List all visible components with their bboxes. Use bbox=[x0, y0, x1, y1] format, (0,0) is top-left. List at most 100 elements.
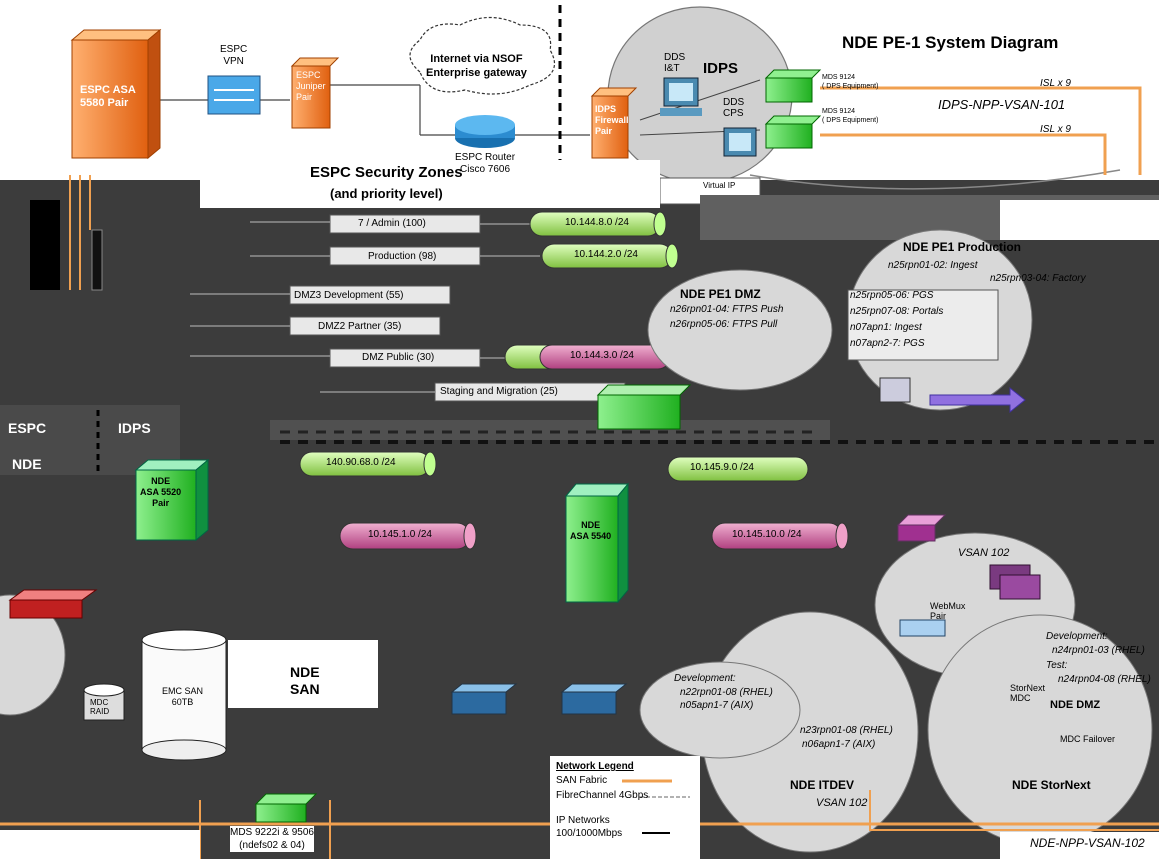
dev-right-0: Development: bbox=[1046, 631, 1108, 642]
vsan-switch bbox=[896, 514, 947, 542]
dds-it-computer bbox=[660, 77, 702, 116]
espc-asa-device bbox=[70, 28, 162, 160]
dmz-line-0: n26rpn01-04: FTPS Push bbox=[670, 304, 784, 315]
legend-ip: IP Networks 100/1000Mbps bbox=[556, 815, 623, 839]
itdev-dev-0: Development: bbox=[674, 673, 736, 684]
subnet-pipe-6 bbox=[711, 522, 849, 550]
subnet-pipe-1 bbox=[529, 211, 667, 237]
pe1-production-title: NDE PE1 Production bbox=[903, 240, 1022, 254]
priority-label: (and priority level) bbox=[330, 186, 443, 201]
espc-region-label: ESPC bbox=[8, 420, 47, 436]
subnet-pipe-7 bbox=[667, 456, 809, 482]
nde-itdev-label: NDE ITDEV bbox=[790, 778, 855, 792]
white-top bbox=[0, 0, 1159, 180]
subnet-3-label: 10.144.3.0 /24 bbox=[570, 350, 634, 361]
idps-region-label: IDPS bbox=[118, 420, 151, 436]
pe1-prod-line-2: n25rpn05-06: PGS bbox=[850, 290, 934, 301]
espc-router-label: ESPC Router Cisco 7606 bbox=[455, 152, 516, 175]
internet-cloud bbox=[409, 16, 555, 95]
dev-right-1: n24rpn01-03 (RHEL) bbox=[1052, 645, 1145, 656]
mds-9124-switch-1 bbox=[764, 69, 822, 103]
isl-1-label: ISL x 9 bbox=[1040, 78, 1071, 89]
left-dev-circle bbox=[0, 594, 66, 716]
nde-region-label: NDE bbox=[12, 456, 42, 472]
mds-9124-switch-2 bbox=[764, 115, 822, 149]
left-red-switch bbox=[8, 589, 98, 619]
staging-switch bbox=[596, 384, 692, 430]
pe1-dmz-title: NDE PE1 DMZ bbox=[680, 287, 761, 301]
nde-stornext-label: NDE StorNext bbox=[1012, 778, 1091, 792]
espc-juniper-device bbox=[290, 57, 340, 129]
nde-dmz-label: NDE DMZ bbox=[1050, 699, 1101, 711]
itdev-lower-0: n23rpn01-08 (RHEL) bbox=[800, 725, 893, 736]
zones-header-box bbox=[200, 160, 660, 208]
zone-dmz-public: DMZ Public (30) bbox=[362, 352, 435, 363]
pe1-prod-line-5: n07apn2-7: PGS bbox=[850, 338, 925, 349]
dev-right-3: n24rpn04-08 (RHEL) bbox=[1058, 674, 1151, 685]
mds-top1-label: MDS 9124 ( DPS Equipment) bbox=[822, 74, 879, 90]
espc-vpn-device bbox=[207, 75, 261, 115]
vsan-nde-label: NDE-NPP-VSAN-102 bbox=[1030, 836, 1145, 850]
subnet-1-label: 10.144.8.0 /24 bbox=[565, 217, 629, 228]
legend-fc: FibreChannel 4Gbps bbox=[556, 790, 649, 801]
virtual-ip-label: Virtual IP bbox=[703, 181, 736, 190]
mds-top2-label: MDS 9124 ( DPS Equipment) bbox=[822, 108, 879, 124]
subnet-pipe-5 bbox=[339, 522, 477, 550]
dev-itdev-circle bbox=[639, 661, 801, 759]
dds-it-label: DDS I&T bbox=[664, 52, 686, 74]
san-switch-left bbox=[450, 683, 518, 715]
itdev-lower-1: n06apn1-7 (AIX) bbox=[802, 739, 876, 750]
zones-title: ESPC Security Zones bbox=[310, 164, 463, 181]
mdc-raid-storage bbox=[83, 683, 125, 721]
subnet-pipe-3 bbox=[504, 344, 671, 370]
nde-asa-5520-device bbox=[134, 458, 210, 542]
vsan102b-label: VSAN 102 bbox=[816, 797, 868, 809]
subnet-pipe-4 bbox=[299, 451, 437, 477]
idps-firewall-device bbox=[590, 87, 638, 159]
mds-bottom-label: MDS 9222i & 9506 (ndefs02 & 04) bbox=[230, 826, 314, 852]
idps-firewall-label: IDPS Firewall Pair bbox=[595, 104, 629, 136]
san-switch-mid bbox=[560, 683, 628, 715]
idps-circle bbox=[607, 6, 793, 184]
subnet-4-label: 140.90.68.0 /24 bbox=[326, 457, 396, 468]
subnet-pipe-2 bbox=[541, 243, 679, 269]
asa5540-label: NDE ASA 5540 bbox=[570, 520, 612, 541]
dds-cps-label: DDS CPS bbox=[723, 97, 745, 119]
diagram-title: NDE PE-1 System Diagram bbox=[842, 33, 1059, 52]
pe1-prod-line-3: n25rpn07-08: Portals bbox=[850, 306, 944, 317]
subnet-6-label: 10.145.10.0 /24 bbox=[732, 529, 802, 540]
dds-cps-computer bbox=[723, 127, 757, 157]
itdev-dev-2: n05apn1-7 (AIX) bbox=[680, 700, 754, 711]
pe1-prod-line-1: n25rpn03-04: Factory bbox=[990, 273, 1086, 284]
pe1-prod-line-0: n25rpn01-02: Ingest bbox=[888, 260, 978, 271]
dmz-line-1: n26rpn05-06: FTPS Pull bbox=[670, 319, 778, 330]
vsan102-label: VSAN 102 bbox=[958, 547, 1010, 559]
stornext-mdc-label: StorNext MDC bbox=[1010, 683, 1046, 703]
vsan-idps-label: IDPS-NPP-VSAN-101 bbox=[938, 97, 1066, 112]
network-legend-box bbox=[550, 756, 700, 859]
mdc-failover-label: MDC Failover bbox=[1060, 734, 1116, 744]
nde-san-label: NDE SAN bbox=[290, 664, 320, 697]
mds-9222i-switch bbox=[254, 793, 318, 823]
zone-staging: Staging and Migration (25) bbox=[440, 386, 558, 397]
subnet-2-label: 10.144.2.0 /24 bbox=[574, 249, 638, 260]
subnet-5-label: 10.145.1.0 /24 bbox=[368, 529, 432, 540]
espc-router-device bbox=[455, 115, 515, 148]
espc-asa-label: ESPC ASA 5580 Pair bbox=[80, 84, 136, 109]
nde-asa-5540-device bbox=[564, 482, 630, 604]
espc-juniper-label: ESPC Juniper Pair bbox=[296, 70, 326, 102]
asa5520-label: NDE ASA 5520 Pair bbox=[140, 476, 182, 508]
zone-admin: 7 / Admin (100) bbox=[358, 218, 426, 229]
mdc-raid-label: MDC RAID bbox=[90, 698, 110, 716]
zone-dmz2: DMZ2 Partner (35) bbox=[318, 321, 402, 332]
zone-production: Production (98) bbox=[368, 251, 437, 262]
subnet-7-label: 10.145.9.0 /24 bbox=[690, 462, 754, 473]
itdev-dev-1: n22rpn01-08 (RHEL) bbox=[680, 687, 773, 698]
zone-dmz3: DMZ3 Development (55) bbox=[294, 290, 404, 301]
espc-vpn-label: ESPC VPN bbox=[220, 44, 248, 67]
emc-san-label: EMC SAN 60TB bbox=[162, 686, 204, 707]
isl-2-label: ISL x 9 bbox=[1040, 124, 1071, 135]
emc-san-storage bbox=[141, 629, 227, 761]
webmux-label: WebMux Pair bbox=[930, 601, 966, 621]
